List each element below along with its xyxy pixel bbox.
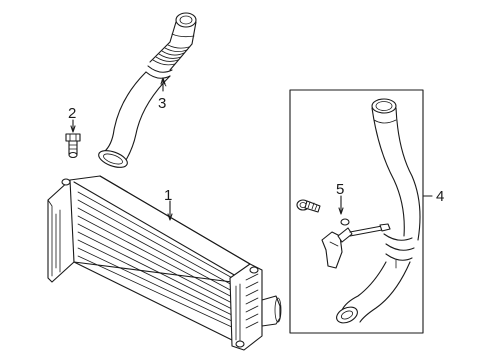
callout-3-label: 3 (158, 95, 166, 112)
part-4-outlet-hose (336, 98, 421, 324)
callout-2-arrow (70, 125, 76, 133)
callout-5-arrow (338, 207, 344, 215)
callout-3-arrow (160, 77, 166, 85)
part-1-intercooler (47, 175, 282, 351)
callout-2-label: 2 (68, 105, 76, 122)
callout-5-label: 5 (336, 181, 344, 198)
callout-4-label: 4 (436, 188, 444, 205)
callout-1-arrow (167, 213, 173, 221)
part-2-bolt (65, 133, 81, 159)
part-4-group-box (289, 89, 424, 334)
callout-1-label: 1 (164, 187, 172, 204)
part-3-intake-hose (98, 12, 197, 168)
part-5-sensor (296, 199, 391, 269)
